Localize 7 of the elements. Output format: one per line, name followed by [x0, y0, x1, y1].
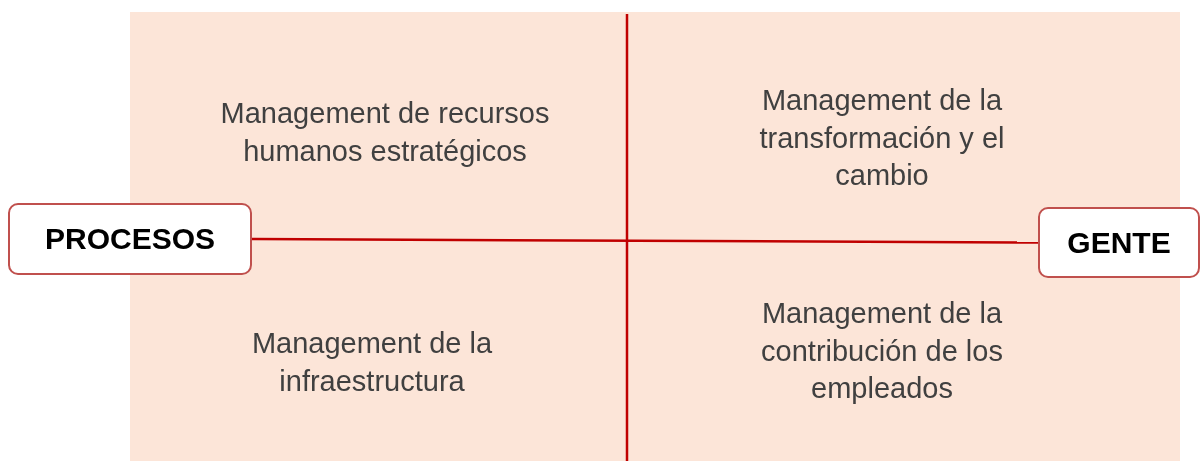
label-box: PROCESOS	[8, 203, 252, 275]
quadrant-text: Management de la infraestructura	[250, 326, 494, 399]
label-box: GENTE	[1038, 207, 1200, 278]
connector-line	[252, 237, 1038, 244]
quadrant-text: Management de recursos humanos estratégicos	[219, 96, 551, 169]
quadrant-text: Management de la contribución de los empleados	[760, 296, 1004, 407]
quadrant-text: Management de la transformación y el cambio	[758, 83, 1006, 194]
